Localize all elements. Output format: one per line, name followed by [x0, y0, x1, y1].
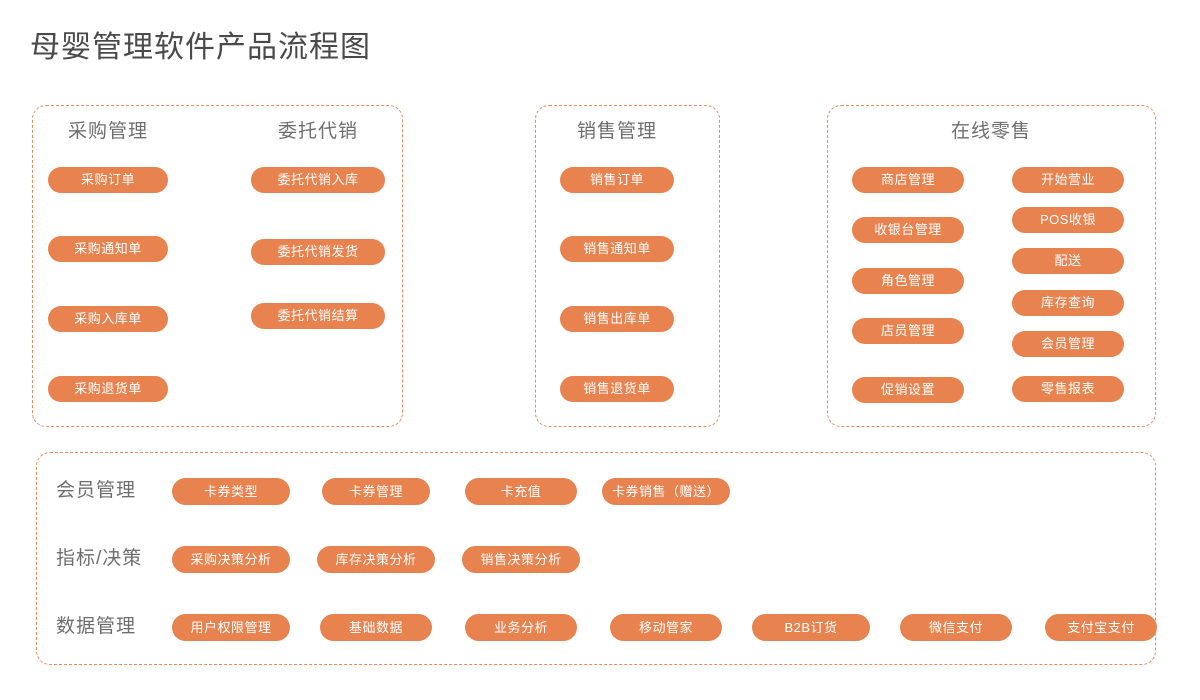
pill-inventory-query[interactable]: 库存查询: [1012, 290, 1124, 316]
pill-sales-outbound[interactable]: 销售出库单: [560, 306, 674, 332]
column-heading-consignment: 委托代销: [277, 121, 359, 142]
pill-promotion-settings[interactable]: 促销设置: [852, 377, 964, 403]
pill-inventory-decision-analysis[interactable]: 库存决策分析: [317, 546, 435, 573]
pill-sales-return[interactable]: 销售退货单: [560, 376, 674, 402]
column-heading-sales: 销售管理: [576, 121, 658, 142]
pill-purchase-inbound[interactable]: 采购入库单: [48, 306, 168, 332]
pill-cashier-management[interactable]: 收银台管理: [852, 217, 964, 243]
pill-sales-notice[interactable]: 销售通知单: [560, 236, 674, 262]
pill-user-permission-management[interactable]: 用户权限管理: [172, 614, 290, 641]
pill-business-analysis[interactable]: 业务分析: [465, 614, 577, 641]
pill-delivery[interactable]: 配送: [1012, 248, 1124, 274]
pill-purchase-notice[interactable]: 采购通知单: [48, 236, 168, 262]
pill-start-business[interactable]: 开始营业: [1012, 167, 1124, 193]
row-label-member-management: 会员管理: [56, 480, 137, 501]
panel-sales-management: [535, 105, 720, 427]
pill-basic-data[interactable]: 基础数据: [320, 614, 432, 641]
pill-retail-report[interactable]: 零售报表: [1012, 376, 1124, 402]
pill-consignment-inbound[interactable]: 委托代销入库: [251, 167, 385, 193]
pill-purchase-return[interactable]: 采购退货单: [48, 376, 168, 402]
pill-alipay-pay[interactable]: 支付宝支付: [1045, 614, 1157, 641]
pill-card-sale-gift[interactable]: 卡券销售（赠送）: [602, 478, 730, 505]
row-label-metrics-decision: 指标/决策: [56, 548, 143, 569]
pill-pos-checkout[interactable]: POS收银: [1012, 207, 1124, 233]
page-title: 母婴管理软件产品流程图: [30, 31, 371, 64]
pill-sales-order[interactable]: 销售订单: [560, 167, 674, 193]
panel-bottom-groups: [36, 452, 1156, 665]
pill-store-management[interactable]: 商店管理: [852, 167, 964, 193]
pill-card-recharge[interactable]: 卡充值: [465, 478, 577, 505]
panel-procurement-consignment: [32, 105, 403, 427]
pill-sales-decision-analysis[interactable]: 销售决策分析: [462, 546, 580, 573]
pill-consignment-shipment[interactable]: 委托代销发货: [251, 239, 385, 265]
column-heading-online-retail: 在线零售: [950, 121, 1032, 142]
pill-card-management[interactable]: 卡券管理: [322, 478, 430, 505]
panel-online-retail: [827, 105, 1156, 427]
pill-wechat-pay[interactable]: 微信支付: [900, 614, 1012, 641]
pill-clerk-management[interactable]: 店员管理: [852, 318, 964, 344]
pill-consignment-settlement[interactable]: 委托代销结算: [251, 303, 385, 329]
pill-purchase-order[interactable]: 采购订单: [48, 167, 168, 193]
pill-card-type[interactable]: 卡券类型: [172, 478, 290, 505]
pill-member-management-retail[interactable]: 会员管理: [1012, 331, 1124, 357]
pill-role-management[interactable]: 角色管理: [852, 268, 964, 294]
pill-b2b-ordering[interactable]: B2B订货: [752, 614, 870, 641]
row-label-data-management: 数据管理: [56, 616, 137, 637]
column-heading-procurement: 采购管理: [67, 121, 149, 142]
pill-purchase-decision-analysis[interactable]: 采购决策分析: [172, 546, 290, 573]
pill-mobile-steward[interactable]: 移动管家: [610, 614, 722, 641]
